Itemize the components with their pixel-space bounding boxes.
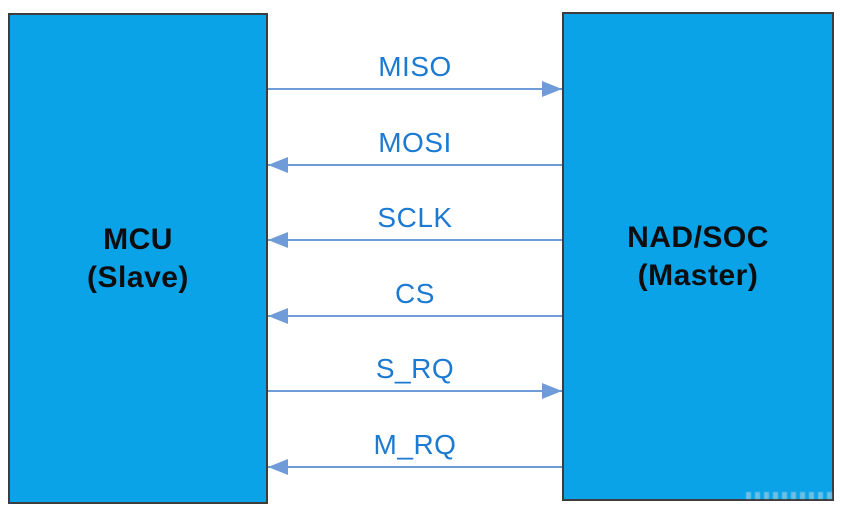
- arrow-head-left-icon: [268, 232, 288, 248]
- signal-arrow-line: [268, 239, 562, 241]
- signal-arrow-line: [268, 466, 562, 468]
- signal-label-cs: CS: [395, 278, 435, 309]
- signal-label-sclk: SCLK: [377, 202, 453, 233]
- signal-label-mosi: MOSI: [378, 127, 452, 158]
- watermark: [746, 492, 832, 499]
- signal-label-m_rq: M_RQ: [373, 429, 457, 460]
- signal-arrow-line: [268, 88, 562, 90]
- arrow-head-right-icon: [542, 383, 562, 399]
- arrow-head-left-icon: [268, 459, 288, 475]
- right-box-subtitle: (Master): [637, 258, 759, 292]
- signal-arrow-line: [268, 315, 562, 317]
- arrow-head-right-icon: [542, 81, 562, 97]
- signal-label-miso: MISO: [378, 51, 452, 82]
- arrow-head-left-icon: [268, 157, 288, 173]
- mcu-slave-box: MCU (Slave): [8, 13, 268, 504]
- nad-soc-master-box: NAD/SOC (Master): [562, 12, 834, 501]
- signal-arrow-line: [268, 390, 562, 392]
- left-box-subtitle: (Slave): [87, 260, 189, 294]
- right-box-title: NAD/SOC: [627, 220, 769, 254]
- signal-label-s_rq: S_RQ: [375, 353, 455, 384]
- left-box-title: MCU: [103, 222, 173, 256]
- signal-arrow-line: [268, 164, 562, 166]
- arrow-head-left-icon: [268, 308, 288, 324]
